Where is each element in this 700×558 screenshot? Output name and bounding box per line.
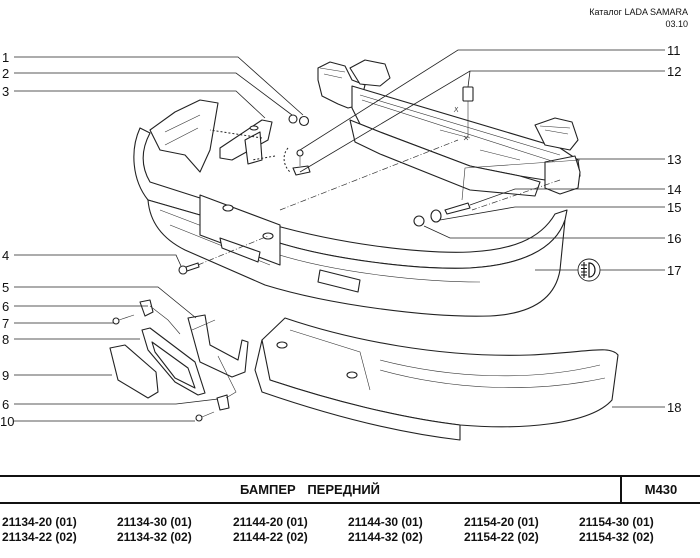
front-bumper-lower [254,317,619,441]
catalog-date: 03.10 [665,19,688,29]
callout-15: 15 [667,200,681,215]
callout-3: 3 [2,84,9,99]
model-code: 21144-22 (02) [233,530,308,544]
callout-12: 12 [667,64,681,79]
model-code: 21154-22 (02) [464,530,539,544]
model-code: 21134-20 (01) [2,515,77,529]
model-code: 21134-32 (02) [117,530,192,544]
assembly-code: M430 [644,482,678,497]
callout-7: 7 [2,316,9,331]
callout-6: 6 [2,299,9,314]
catalog-header: Каталог LADA SAMARA 03.10 [589,6,688,30]
callout-8: 8 [2,332,9,347]
assembly-title: БАМПЕР ПЕРЕДНИЙ [239,482,381,497]
callout-11: 11 [667,43,681,58]
callout-2: 2 [2,66,9,81]
bolt-4 [178,235,269,275]
front-bumper-upper [133,99,568,317]
fog-light-icon [577,258,601,282]
callout-5: 5 [2,280,9,295]
bumper-bracket [209,119,291,173]
leader-lines [14,49,665,422]
stud-washer-nut [413,202,471,227]
model-column: 21144-20 (01) 21144-22 (02) [233,515,308,545]
callout-9: 9 [2,368,9,383]
callout-13: 13 [667,152,681,167]
model-code: 21144-32 (02) [348,530,423,544]
catalog-name: Каталог LADA SAMARA [589,7,688,17]
title-block: БАМПЕР ПЕРЕДНИЙ M430 [0,475,700,504]
fog-light-parts [109,299,249,422]
title-divider [620,477,622,502]
model-column: 21154-20 (01) 21154-22 (02) [464,515,539,545]
model-code: 21144-20 (01) [233,515,308,529]
model-column: 21144-30 (01) 21144-32 (02) [348,515,423,545]
callout-numbers: 1 2 3 4 5 6 7 8 9 6 10 11 12 13 14 15 16… [0,43,681,429]
callout-10: 10 [0,414,14,429]
model-column: 21134-20 (01) 21134-22 (02) [2,515,77,545]
nut-1 [298,115,310,127]
model-column: 21154-30 (01) 21154-32 (02) [579,515,654,545]
model-code: 21154-20 (01) [464,515,539,529]
model-code: 21144-30 (01) [348,515,423,529]
callout-17: 17 [667,263,681,278]
callout-14: 14 [667,182,681,197]
model-code: 21134-30 (01) [117,515,192,529]
callout-6b: 6 [2,397,9,412]
model-applicability: 21134-20 (01) 21134-22 (02) 21134-30 (01… [0,515,700,551]
callout-4: 4 [2,248,9,263]
model-code: 21154-30 (01) [579,515,654,529]
exploded-parts-diagram: 1 2 3 4 5 6 7 8 9 6 10 11 12 13 14 15 16… [0,43,681,441]
model-column: 21134-30 (01) 21134-32 (02) [117,515,192,545]
model-code: 21154-32 (02) [579,530,654,544]
callout-18: 18 [667,400,681,415]
model-code: 21134-22 (02) [2,530,77,544]
bumper-beam [317,59,581,197]
callout-1: 1 [2,50,9,65]
nut-2 [288,114,298,124]
callout-16: 16 [667,231,681,246]
